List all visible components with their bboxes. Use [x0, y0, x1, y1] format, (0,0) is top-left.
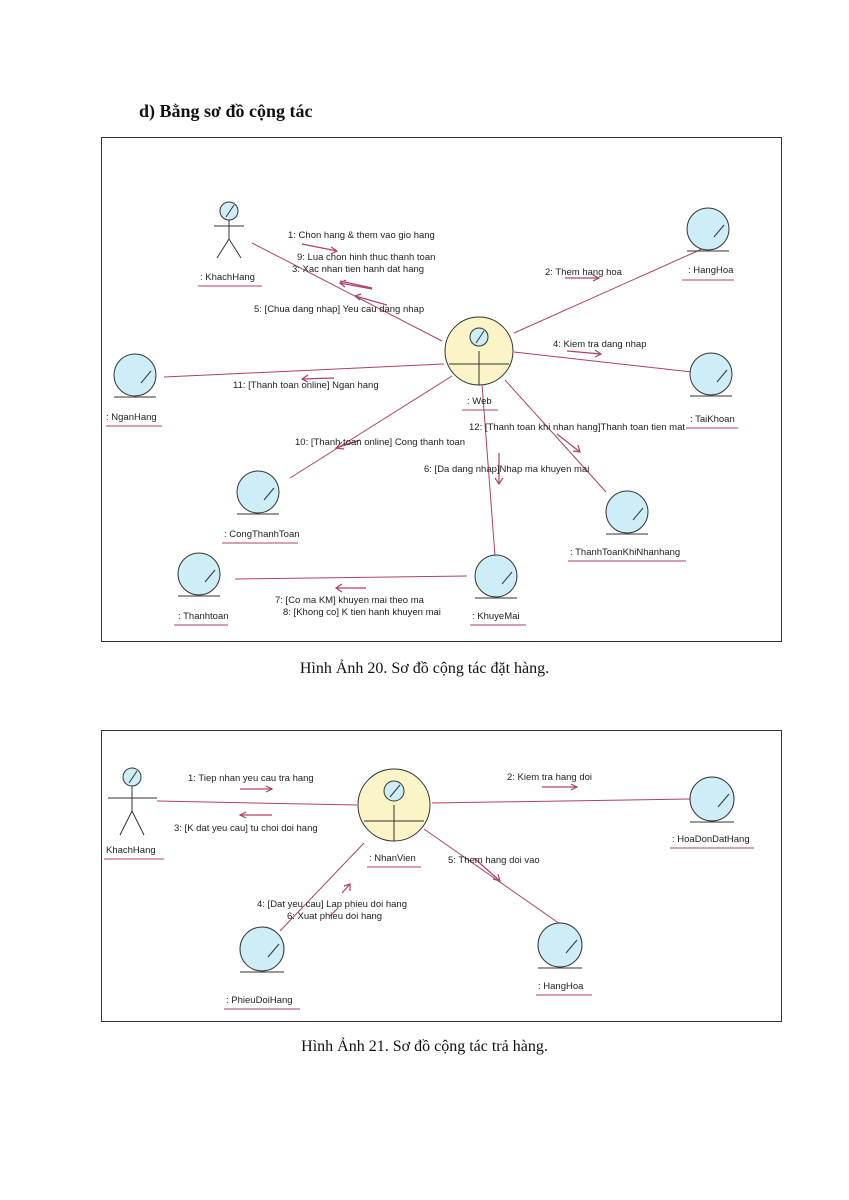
link-nhanvien-hoadondathang — [431, 798, 691, 804]
link-web-nganhang — [163, 363, 445, 378]
message-label: 7: [Co ma KM] khuyen mai theo ma — [275, 595, 425, 606]
message-label: 3: [K dat yeu cau] tu choi doi hang — [174, 823, 318, 834]
entity-nganhang-icon — [113, 353, 157, 398]
object-label-khachhang: KhachHang — [106, 845, 156, 856]
diagram-return-frame: KhachHang : NhanVien : HoaDonDatHang : P… — [101, 730, 782, 1022]
link-web-hanghoa — [513, 248, 703, 334]
link-khachhang-web — [251, 242, 443, 342]
entity-khuyemai-icon — [474, 554, 518, 599]
entity-taikhoan-icon — [689, 352, 733, 397]
object-label-nganhang: : NganHang — [106, 412, 157, 423]
object-label-phieudoihang: : PhieuDoiHang — [226, 995, 293, 1006]
message-label: 3: Xac nhan tien hanh dat hang — [292, 264, 424, 275]
object-label-hoadondathang: : HoaDonDatHang — [672, 834, 750, 845]
diagram-return-canvas: KhachHang : NhanVien : HoaDonDatHang : P… — [104, 767, 754, 1010]
control-nhanvien-icon — [357, 768, 431, 842]
message-label: 6: Xuat phieu doi hang — [287, 911, 382, 922]
object-label-congthanhtoan: : CongThanhToan — [224, 529, 300, 540]
figure-caption-order: Hình Ảnh 20. Sơ đồ cộng tác đặt hàng. — [299, 660, 550, 677]
entity-thanhtoan-icon — [177, 552, 221, 597]
entity-hoadondathang-icon — [689, 776, 735, 823]
link-web-khuyemai — [481, 383, 496, 557]
message-label: 6: [Da dang nhap]Nhap ma khuyen mai — [424, 464, 589, 475]
link-khuyemai-thanhtoan — [234, 575, 468, 580]
message-label: 1: Chon hang & them vao gio hang — [288, 230, 435, 241]
object-label-nhanvien: : NhanVien — [369, 853, 416, 864]
message-label: 2: Kiem tra hang doi — [507, 772, 592, 783]
message-label: 9: Lua chon hinh thuc thanh toan — [297, 252, 435, 263]
section-heading: d) Bằng sơ đồ cộng tác — [139, 101, 313, 121]
object-label-thanhtoan: : Thanhtoan — [178, 611, 229, 622]
object-label-khachhang: : KhachHang — [200, 272, 255, 283]
message-label: 1: Tiep nhan yeu cau tra hang — [188, 773, 314, 784]
object-label-hanghoa: : HangHoa — [688, 265, 734, 276]
message-label: 5: Them hang doi vao — [448, 855, 540, 866]
figure-caption-return: Hình Ảnh 21. Sơ đồ cộng tác trả hàng. — [301, 1038, 548, 1055]
message-label: 10: [Thanh toan online] Cong thanh toan — [295, 437, 465, 448]
actor-khachhang-icon — [214, 201, 244, 259]
object-label-taikhoan: : TaiKhoan — [690, 414, 735, 425]
entity-phieudoihang-icon — [239, 926, 285, 973]
control-web-icon — [444, 316, 514, 386]
entity-hanghoa-icon — [686, 207, 730, 252]
message-arrows — [300, 243, 603, 593]
link-web-thanhtoankhinhanhang — [504, 379, 607, 493]
entity-congthanhtoan-icon — [236, 470, 280, 515]
link-khachhang-nhanvien — [156, 800, 358, 806]
object-label-thanhtoankhinhanhang: : ThanhToanKhiNhanhang — [570, 547, 680, 558]
actor-khachhang-icon — [108, 767, 157, 836]
message-label: 8: [Khong co] K tien hanh khuyen mai — [283, 607, 441, 618]
message-label: 11: [Thanh toan online] Ngan hang — [233, 380, 379, 391]
message-arrows — [238, 783, 579, 917]
link-web-taikhoan — [513, 351, 693, 373]
message-label: 4: [Dat yeu cau] Lap phieu doi hang — [257, 899, 407, 910]
link-nhanvien-phieudoihang — [279, 842, 365, 932]
object-label-web: : Web — [467, 396, 492, 407]
entity-thanhtoankhinhanhang-icon — [605, 490, 649, 535]
entity-hanghoa-icon — [537, 922, 583, 969]
link-web-congthanhtoan — [289, 375, 453, 479]
diagram-order-canvas: : KhachHang : Web : HangHoa : TaiKhoan :… — [106, 201, 738, 626]
object-label-khuyemai: : KhuyeMai — [472, 611, 520, 622]
message-label: 12: [Thanh toan khi nhan hang]Thanh toan… — [469, 422, 685, 433]
diagram-order-frame: : KhachHang : Web : HangHoa : TaiKhoan :… — [101, 137, 782, 642]
message-label: 4: Kiem tra dang nhap — [553, 339, 646, 350]
object-label-hanghoa: : HangHoa — [538, 981, 584, 992]
message-label: 5: [Chua dang nhap] Yeu cau dang nhap — [254, 304, 424, 315]
message-label: 2: Them hang hoa — [545, 267, 623, 278]
